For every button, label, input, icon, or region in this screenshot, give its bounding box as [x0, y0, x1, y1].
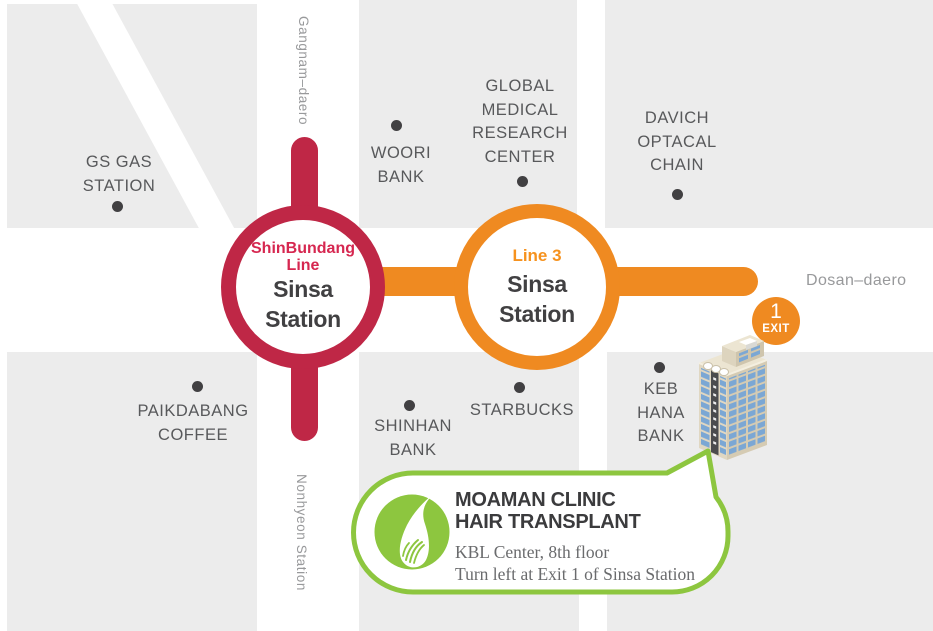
map-dot-woori-bank — [391, 120, 402, 131]
station-marker-line3-sinsa: Line 3 Sinsa Station — [454, 204, 620, 370]
shinbundang-station-name-1: Sinsa — [273, 276, 333, 302]
place-label-shinhan-bank: SHINHAN BANK — [374, 417, 452, 459]
place-label-davich-optical-chain: DAVICH OPTACAL CHAIN — [637, 109, 717, 174]
clinic-directions: Turn left at Exit 1 of Sinsa Station — [455, 564, 695, 584]
shinbundang-station-name-2: Station — [265, 306, 341, 332]
map-dot-paikdabang — [192, 381, 203, 392]
clinic-name-line-1: MOAMAN CLINIC — [455, 489, 616, 511]
exit-number: 1 — [770, 300, 782, 323]
city-block-top-left — [7, 4, 257, 228]
place-label-global-medical-research-center: GLOBAL MEDICAL RESEARCH CENTER — [472, 77, 568, 166]
map-dot-global-medical — [517, 176, 528, 187]
clinic-address: KBL Center, 8th floor — [455, 542, 610, 562]
place-label-keb-hana-bank: KEB HANA BANK — [637, 380, 685, 445]
map-dot-shinhan-bank — [404, 400, 415, 411]
road-label-dosan-daero: Dosan–daero — [806, 272, 907, 289]
exit-label: EXIT — [762, 323, 790, 335]
city-block-top-middle — [359, 0, 577, 228]
city-block-top-right — [605, 0, 933, 228]
shinbundang-line-label-1: ShinBundang — [251, 240, 355, 257]
shinbundang-line-label-2: Line — [286, 257, 320, 274]
place-label-paikdabang-coffee: PAIKDABANG COFFEE — [137, 402, 249, 444]
exit-1-badge: 1 EXIT — [752, 297, 800, 345]
station-marker-shinbundang-sinsa: ShinBundang Line Sinsa Station — [221, 205, 385, 369]
line3-label: Line 3 — [512, 245, 562, 265]
road-label-nonhyeon-station: Nonhyeon Station — [294, 474, 309, 591]
line3-station-name-2: Station — [499, 300, 575, 327]
clinic-name-line-2: HAIR TRANSPLANT — [455, 511, 641, 533]
place-label-woori-bank: WOORI BANK — [370, 144, 432, 186]
clinic-details: KBL Center, 8th floor Turn left at Exit … — [455, 541, 695, 585]
line3-station-name-1: Sinsa — [507, 270, 567, 297]
city-block-bottom-left — [7, 352, 257, 631]
place-label-gs-gas-station: GS GAS STATION — [82, 153, 156, 195]
road-label-gangnam-daero: Gangnam–daero — [296, 16, 311, 126]
map-dot-starbucks — [514, 382, 525, 393]
clinic-name: MOAMAN CLINIC HAIR TRANSPLANT — [455, 489, 641, 533]
map-dot-davich — [672, 189, 683, 200]
map-dot-keb-hana-bank — [654, 362, 665, 373]
place-label-starbucks: STARBUCKS — [469, 401, 575, 419]
map-dot-gs-gas-station — [112, 201, 123, 212]
